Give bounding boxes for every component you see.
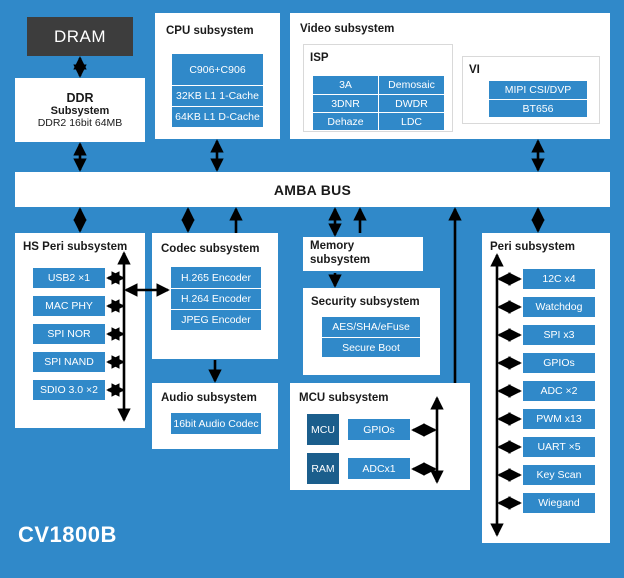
audio-subsystem-title: Audio subsystem xyxy=(161,392,257,404)
vi-mipi-csi-dvp-chip: MIPI CSI/DVP xyxy=(489,81,587,99)
codec-h264-chip: H.264 Encoder xyxy=(171,288,261,309)
memory-subsystem-title: Memory subsystem xyxy=(310,240,371,266)
chip-title: CV1800B xyxy=(18,522,117,547)
mcu-ram-chip: RAM xyxy=(307,453,339,484)
memory-subsystem-block xyxy=(303,237,423,271)
isp-dwdr-chip: DWDR xyxy=(379,94,444,112)
ddr-subsystem-block xyxy=(15,78,145,142)
isp-dehaze-chip: Dehaze xyxy=(313,112,378,130)
hs-peri-sdio-chip: SDIO 3.0 ×2 xyxy=(33,380,105,400)
hs-peri-spi-nand-chip: SPI NAND xyxy=(33,352,105,372)
peri-wiegand-chip: Wiegand xyxy=(523,493,595,513)
mcu-core-chip: MCU xyxy=(307,414,339,445)
peri-spi-chip: SPI x3 xyxy=(523,325,595,345)
vi-title: VI xyxy=(469,64,480,76)
codec-subsystem-title: Codec subsystem xyxy=(161,243,260,255)
security-aes-sha-efuse-chip: AES/SHA/eFuse xyxy=(322,317,420,337)
hs-peri-usb2-chip: USB2 ×1 xyxy=(33,268,105,288)
codec-jpeg-chip: JPEG Encoder xyxy=(171,309,261,330)
isp-demosaic-chip: Demosaic xyxy=(379,76,444,94)
peri-key-scan-chip: Key Scan xyxy=(523,465,595,485)
mcu-adc-chip: ADCx1 xyxy=(348,458,410,479)
hs-peri-subsystem-title: HS Peri subsystem xyxy=(23,241,128,253)
cpu-core-chip: C906+C906 xyxy=(172,54,263,85)
ddr-line-3: DDR2 16bit 64MB xyxy=(37,117,123,129)
ddr-line-1: DDR xyxy=(66,91,94,105)
peri-subsystem-title: Peri subsystem xyxy=(490,241,576,253)
peri-pwm-chip: PWM x13 xyxy=(523,409,595,429)
isp-title: ISP xyxy=(310,52,329,64)
amba-bus-bar: AMBA BUS xyxy=(15,172,610,207)
cpu-dcache-chip: 64KB L1 D-Cache xyxy=(172,106,263,127)
peri-adc-chip: ADC ×2 xyxy=(523,381,595,401)
mcu-subsystem-title: MCU subsystem xyxy=(299,392,389,404)
isp-ldc-chip: LDC xyxy=(379,112,444,130)
ddr-line-2: Subsystem xyxy=(50,105,110,117)
peri-watchdog-chip: Watchdog xyxy=(523,297,595,317)
peri-uart-chip: UART ×5 xyxy=(523,437,595,457)
peri-i2c-chip: 12C x4 xyxy=(523,269,595,289)
cpu-subsystem-title: CPU subsystem xyxy=(166,25,254,37)
hs-peri-spi-nor-chip: SPI NOR xyxy=(33,324,105,344)
peri-gpios-chip: GPIOs xyxy=(523,353,595,373)
audio-codec-chip: 16bit Audio Codec xyxy=(171,413,261,434)
ddr-subsystem-text: DDR Subsystem DDR2 16bit 64MB xyxy=(15,78,145,142)
isp-3a-chip: 3A xyxy=(313,76,378,94)
security-subsystem-title: Security subsystem xyxy=(311,296,420,308)
hs-peri-mac-phy-chip: MAC PHY xyxy=(33,296,105,316)
video-subsystem-title: Video subsystem xyxy=(300,23,395,35)
security-secure-boot-chip: Secure Boot xyxy=(322,337,420,357)
vi-bt656-chip: BT656 xyxy=(489,99,587,117)
dram-block: DRAM xyxy=(27,17,133,56)
isp-3dnr-chip: 3DNR xyxy=(313,94,378,112)
codec-h265-chip: H.265 Encoder xyxy=(171,267,261,288)
cpu-icache-chip: 32KB L1 1-Cache xyxy=(172,85,263,106)
mcu-gpios-chip: GPIOs xyxy=(348,419,410,440)
